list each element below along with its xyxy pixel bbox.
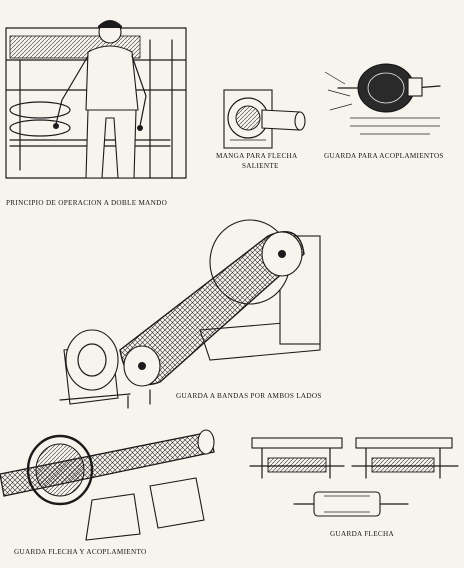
caption-belt-guard: GUARDA A BANDAS POR AMBOS LADOS bbox=[176, 392, 322, 400]
caption-shaft-sleeve-line1: MANGA PARA FLECHA bbox=[216, 152, 298, 160]
shaft-sleeve-figure bbox=[223, 89, 306, 149]
caption-shaft-coupling-guard: GUARDA FLECHA Y ACOPLAMIENTO bbox=[14, 548, 147, 556]
caption-double-control: PRINCIPIO DE OPERACION A DOBLE MANDO bbox=[6, 199, 168, 207]
shaft-guard-figure bbox=[249, 437, 459, 517]
caption-coupling-guard: GUARDA PARA ACOPLAMIENTOS bbox=[324, 152, 444, 160]
shaft-coupling-guard-figure bbox=[0, 429, 215, 541]
caption-shaft-sleeve-line2: SALIENTE bbox=[242, 162, 279, 170]
coupling-guard-figure bbox=[324, 63, 441, 135]
belt-guard-figure bbox=[59, 219, 321, 409]
double-control-machine-figure bbox=[5, 20, 187, 179]
caption-shaft-guard: GUARDA FLECHA bbox=[330, 530, 394, 538]
